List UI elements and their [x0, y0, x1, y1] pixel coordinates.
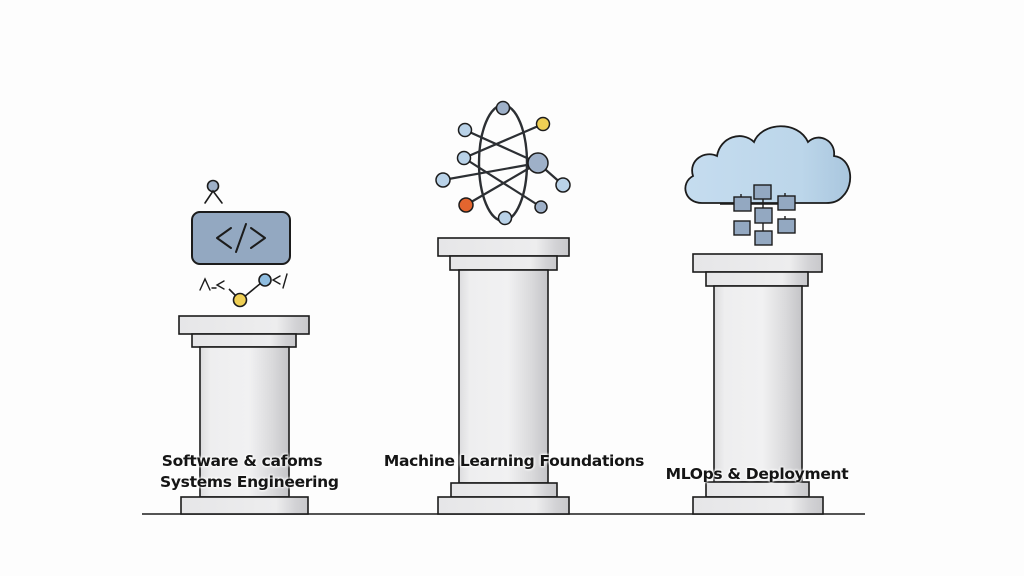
- pillar-label-software-line2: Systems Engineering: [160, 473, 339, 491]
- pillar-mlops: [692, 253, 824, 515]
- code-brackets-icon: [191, 179, 291, 308]
- pillar-label-ml: Machine Learning Foundations: [383, 451, 645, 472]
- pillar-label-software: Software & cafoms Systems Engineering: [160, 451, 339, 493]
- pillar-software: [178, 315, 310, 515]
- network-nodes: [435, 100, 571, 226]
- neural-network-icon: [442, 103, 564, 223]
- pillar-label-mlops: MLOps & Deployment: [664, 464, 850, 485]
- pillar-label-ml-line1: Machine Learning Foundations: [383, 452, 645, 470]
- pillar-ml: [437, 237, 570, 515]
- cloud-network-icon: [684, 125, 852, 246]
- pillar-label-mlops-line1: MLOps & Deployment: [665, 465, 849, 483]
- pillar-label-software-line1: Software & cafoms: [161, 452, 323, 470]
